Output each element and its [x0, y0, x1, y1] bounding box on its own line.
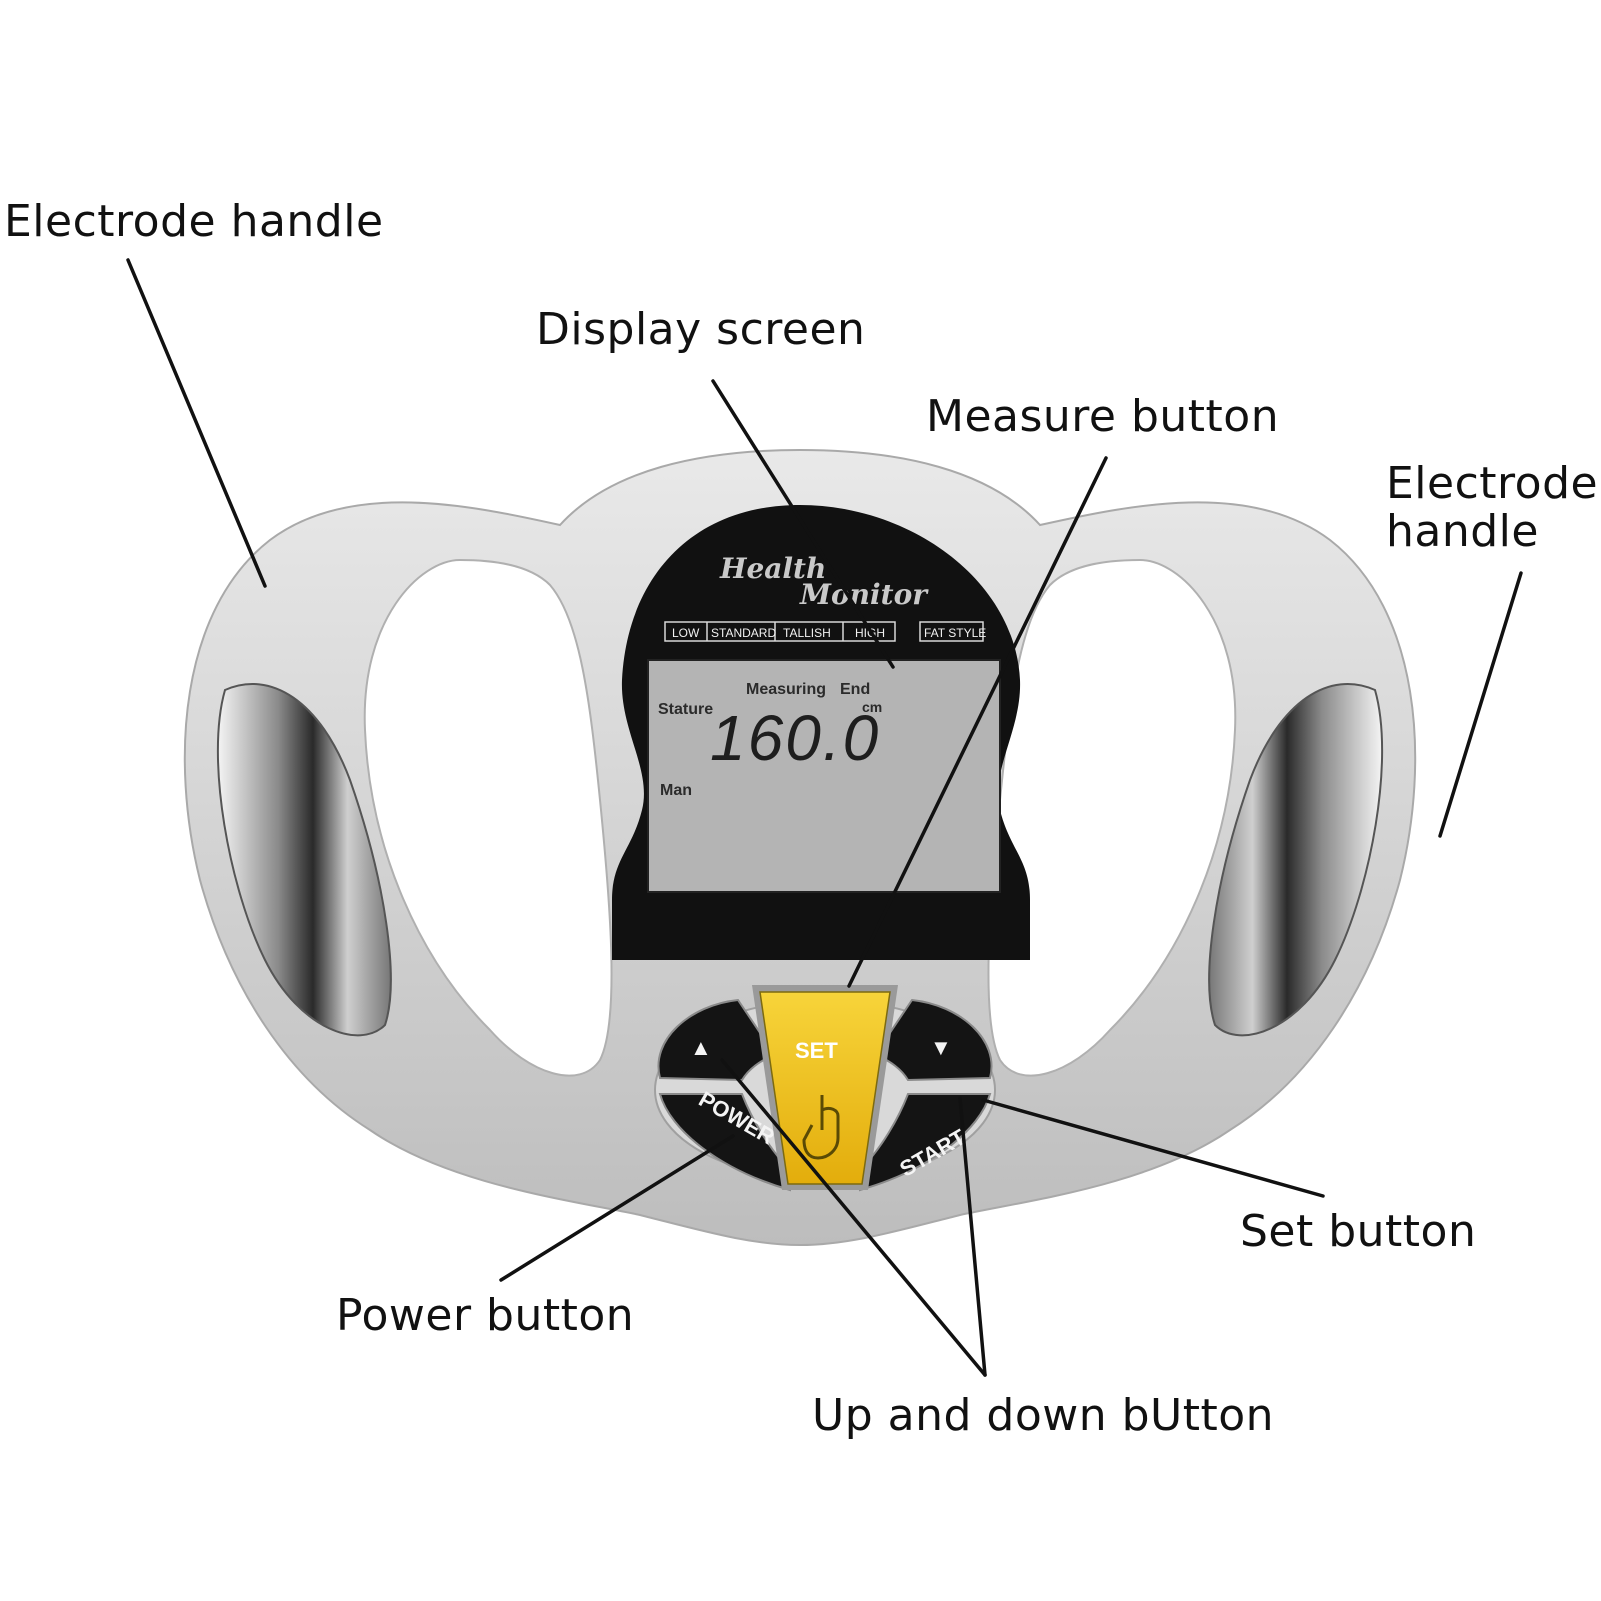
range-strip: LOW STANDARD TALLISH HIGH FAT STYLE: [664, 621, 986, 642]
right-handle-opening: [987, 558, 1237, 1077]
label-electrode-handle-right-1: Electrode: [1386, 458, 1599, 509]
lcd-unit: cm: [862, 699, 882, 715]
leader-power-button: [499, 1134, 735, 1282]
label-set-button: Set button: [1240, 1206, 1477, 1257]
range-low: LOW: [672, 626, 700, 640]
fat-style-label: FAT STYLE: [924, 626, 986, 640]
down-button[interactable]: ▼: [873, 998, 993, 1082]
label-up-down-button: Up and down bUtton: [812, 1390, 1275, 1441]
set-label: SET: [795, 1038, 838, 1063]
lcd-end: End: [840, 681, 870, 698]
lcd-stature: Stature: [658, 701, 713, 718]
label-electrode-handle-right-2: handle: [1386, 506, 1539, 557]
lcd-measuring: Measuring: [746, 681, 826, 698]
lcd-value: 160.0: [710, 702, 880, 774]
left-handle-opening: [363, 558, 613, 1077]
leader-down-button: [958, 1096, 987, 1377]
up-arrow-icon: ▲: [690, 1035, 712, 1060]
leader-right-electrode: [1438, 571, 1523, 838]
display-screen: Measuring End Stature 160.0 cm Man: [647, 659, 1001, 893]
leader-measure-button: [847, 456, 1108, 988]
lcd-gender: Man: [660, 782, 692, 799]
leader-up-button: [720, 1058, 987, 1377]
up-button[interactable]: ▲: [657, 998, 777, 1082]
down-arrow-icon: ▼: [930, 1035, 952, 1060]
left-electrode: [216, 683, 392, 1037]
range-standard: STANDARD: [711, 626, 776, 640]
leader-left-electrode: [126, 258, 267, 588]
finger-press-icon: [802, 1095, 840, 1160]
label-display-screen: Display screen: [536, 304, 866, 355]
brand-line-1: Health: [719, 552, 826, 585]
right-electrode: [1208, 683, 1384, 1037]
leader-set-button: [981, 1098, 1325, 1198]
label-electrode-handle-left: Electrode handle: [4, 196, 384, 247]
leader-lines: [126, 258, 1523, 1377]
label-measure-button: Measure button: [926, 391, 1280, 442]
label-power-button: Power button: [336, 1290, 635, 1341]
leader-display-screen: [711, 379, 895, 669]
brand-line-2: Monitor: [799, 578, 929, 611]
range-tallish: TALLISH: [783, 626, 831, 640]
